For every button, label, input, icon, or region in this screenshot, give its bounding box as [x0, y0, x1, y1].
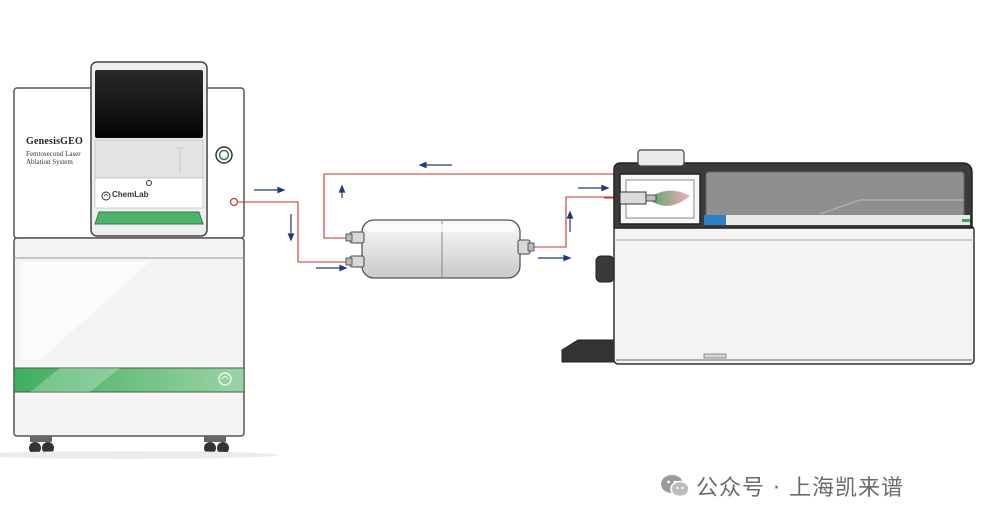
torch-injector	[619, 191, 647, 205]
gas-filter-cylinder	[345, 219, 535, 279]
indicator-dot	[146, 180, 152, 186]
arrow-up-2	[566, 210, 574, 232]
arrow-left-1	[418, 161, 452, 169]
ms-blue-indicator	[704, 215, 726, 225]
instrument-brand-label: GenesisGEO	[26, 136, 84, 147]
watermark: 公众号 · 上海凯来谱	[660, 470, 904, 502]
inlet-fitting-top	[345, 231, 365, 244]
laser-ablation-instrument	[13, 61, 245, 454]
caster-wheels	[29, 436, 229, 454]
arrow-right-3	[538, 254, 572, 262]
power-button-icon[interactable]	[215, 146, 233, 164]
ms-lower-body	[613, 225, 975, 365]
green-sample-stage	[94, 211, 204, 225]
watermark-text: 公众号 · 上海凯来谱	[696, 476, 904, 501]
arrow-right-2	[316, 264, 348, 272]
monitor-screen	[95, 70, 203, 138]
plasma-plume	[648, 190, 690, 206]
instrument-subtitle-label: Femtosecond Laser Ablation System	[26, 150, 81, 166]
tube-filter-to-ms	[532, 196, 618, 248]
ms-side-knob	[595, 255, 615, 283]
arrow-down-1	[287, 214, 295, 242]
gas-tubing	[238, 173, 618, 263]
arrow-right-4	[578, 184, 610, 192]
ms-front-slot	[703, 353, 727, 359]
flow-arrows	[254, 161, 610, 272]
chemlab-logo-icon	[101, 191, 111, 201]
tube-laser-to-filter	[238, 201, 360, 263]
ms-base-foot	[561, 339, 615, 363]
green-stripe	[13, 367, 245, 393]
gas-outlet-port	[229, 197, 239, 207]
ms-interface-cap	[637, 149, 685, 167]
tube-gas-loop	[323, 173, 615, 239]
inlet-fitting-bottom	[345, 255, 365, 268]
wechat-icon	[661, 475, 690, 498]
arrow-right-1	[254, 186, 286, 194]
badge-icon	[218, 372, 232, 386]
chemlab-logo-label: ChemLab	[112, 190, 149, 199]
mass-spectrometer	[561, 149, 975, 365]
outlet-fitting	[517, 239, 535, 255]
arrow-up-1	[338, 184, 346, 198]
